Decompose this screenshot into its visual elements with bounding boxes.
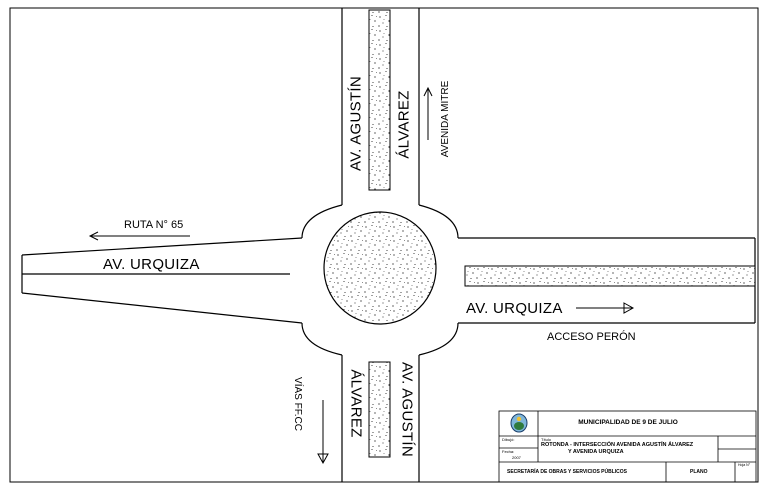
title-block-plan-label: PLANO [690, 469, 708, 475]
label-vias-ffcc: VÍAS FF.CC [292, 377, 303, 431]
median-east [464, 265, 756, 287]
title-block-title-line2: Y AVENIDA URQUIZA [568, 449, 624, 455]
label-ruta-65: RUTA N° 65 [124, 219, 184, 231]
direction-arrows [88, 86, 635, 465]
label-agustin-north-1: AV. AGUSTÍN [347, 76, 365, 171]
median-south [368, 361, 391, 458]
title-block-frame [498, 410, 757, 483]
title-block-drawn-by-label: Dibujó: [502, 437, 515, 442]
median-north [368, 9, 391, 191]
label-agustin-south-1: AV. AGUSTÍN [398, 362, 416, 457]
title-block-sheet-label: Hoja N° [738, 463, 751, 467]
label-agustin-south-2: ÁLVAREZ [347, 369, 365, 438]
title-block-department: SECRETARÍA DE OBRAS Y SERVICIOS PÚBLICOS [507, 469, 628, 475]
title-block-municipality: MUNICIPALIDAD DE 9 DE JULIO [578, 419, 678, 426]
title-block-year: 2007 [512, 455, 521, 460]
road-edges [21, 8, 756, 482]
label-urquiza-west: AV. URQUIZA [103, 256, 200, 273]
label-agustin-north-2: ÁLVAREZ [395, 90, 413, 159]
title-block-title-label: Título [541, 437, 552, 442]
title-block-title-line1: ROTONDA - INTERSECCIÓN AVENIDA AGUSTÍN Á… [541, 442, 694, 448]
municipal-seal-icon [510, 413, 528, 433]
roundabout-island [323, 211, 437, 325]
label-avenida-mitre: AVENIDA MITRE [440, 80, 451, 158]
title-block-date-label: Fecha: [502, 449, 515, 454]
label-urquiza-east: AV. URQUIZA [466, 300, 563, 317]
label-acceso-peron: ACCESO PERÓN [547, 331, 636, 343]
drawing-border [9, 7, 759, 483]
